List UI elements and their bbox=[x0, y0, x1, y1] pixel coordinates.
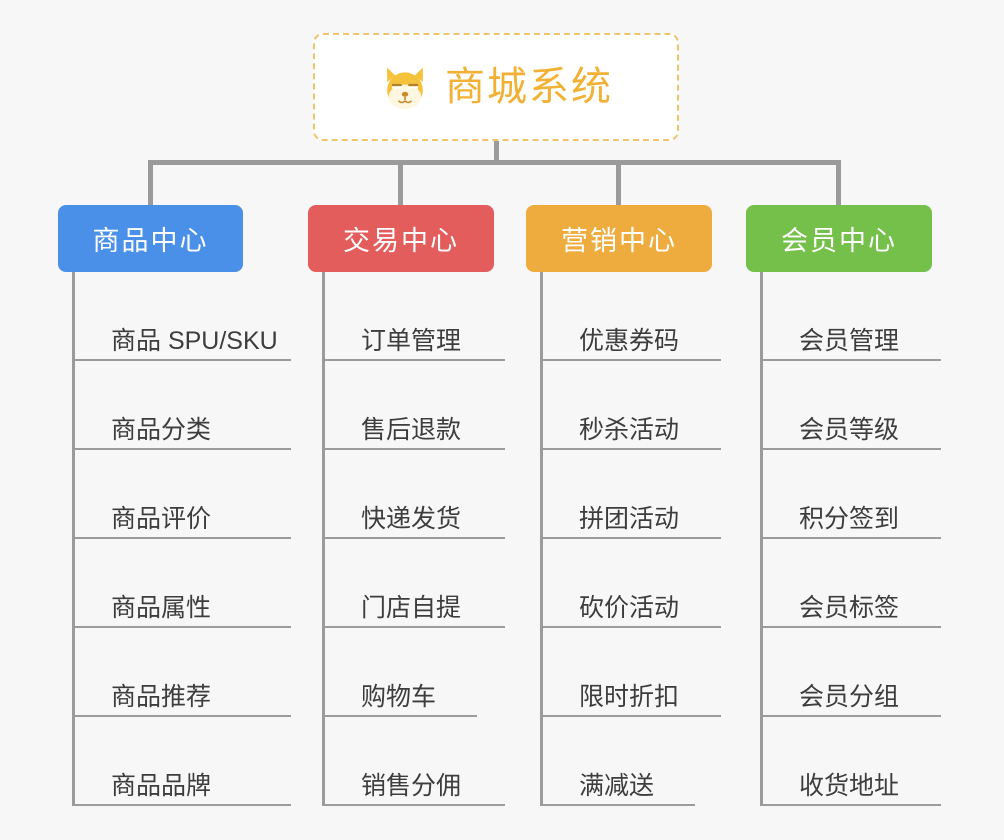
category-header-4[interactable]: 会员中心 bbox=[746, 205, 932, 272]
leaf-item[interactable]: 满减送 bbox=[543, 717, 695, 806]
leaf-item[interactable]: 售后退款 bbox=[325, 361, 505, 450]
leaf-label: 优惠券码 bbox=[579, 326, 680, 355]
leaf-label: 砍价活动 bbox=[579, 593, 680, 622]
leaf-label: 会员等级 bbox=[799, 415, 900, 444]
leaf-item[interactable]: 商品 SPU/SKU bbox=[75, 272, 291, 361]
leaf-item[interactable]: 会员分组 bbox=[763, 628, 941, 717]
leaf-item[interactable]: 砍价活动 bbox=[543, 539, 721, 628]
leaf-label: 商品品牌 bbox=[111, 771, 212, 800]
branch-column-3: 营销中心 优惠券码 秒杀活动 拼团活动 砍价活动 限时折扣 满减送 bbox=[526, 205, 721, 806]
leaf-item[interactable]: 销售分佣 bbox=[325, 717, 505, 806]
leaf-item[interactable]: 限时折扣 bbox=[543, 628, 721, 717]
leaf-item[interactable]: 商品属性 bbox=[75, 539, 291, 628]
leaf-label: 销售分佣 bbox=[361, 771, 462, 800]
connector-horizontal-bus bbox=[148, 160, 841, 165]
leaf-label: 商品分类 bbox=[111, 415, 212, 444]
leaf-item[interactable]: 积分签到 bbox=[763, 450, 941, 539]
root-node[interactable]: 商城系统 bbox=[313, 33, 679, 141]
leaf-label: 售后退款 bbox=[361, 415, 462, 444]
category-header-3[interactable]: 营销中心 bbox=[526, 205, 712, 272]
category-label: 交易中心 bbox=[343, 226, 459, 256]
category-header-2[interactable]: 交易中心 bbox=[308, 205, 494, 272]
leaf-label: 商品推荐 bbox=[111, 682, 212, 711]
leaf-item[interactable]: 商品评价 bbox=[75, 450, 291, 539]
leaf-list-2: 订单管理 售后退款 快递发货 门店自提 购物车 销售分佣 bbox=[322, 272, 505, 806]
connector-drop-3 bbox=[616, 160, 621, 206]
leaf-item[interactable]: 秒杀活动 bbox=[543, 361, 721, 450]
leaf-item[interactable]: 商品推荐 bbox=[75, 628, 291, 717]
leaf-item[interactable]: 商品品牌 bbox=[75, 717, 291, 806]
leaf-item[interactable]: 会员等级 bbox=[763, 361, 941, 450]
leaf-item[interactable]: 收货地址 bbox=[763, 717, 941, 806]
leaf-label: 满减送 bbox=[579, 771, 655, 800]
leaf-label: 商品 SPU/SKU bbox=[111, 326, 278, 355]
leaf-label: 积分签到 bbox=[799, 504, 900, 533]
leaf-label: 门店自提 bbox=[361, 593, 462, 622]
shiba-dog-icon bbox=[387, 67, 423, 109]
category-label: 营销中心 bbox=[561, 226, 677, 256]
leaf-label: 会员管理 bbox=[799, 326, 900, 355]
leaf-label: 限时折扣 bbox=[579, 682, 680, 711]
leaf-label: 快递发货 bbox=[361, 504, 462, 533]
connector-drop-2 bbox=[398, 160, 403, 206]
leaf-label: 拼团活动 bbox=[579, 504, 680, 533]
leaf-label: 商品评价 bbox=[111, 504, 212, 533]
leaf-label: 收货地址 bbox=[799, 771, 900, 800]
leaf-item[interactable]: 订单管理 bbox=[325, 272, 505, 361]
category-label: 商品中心 bbox=[92, 226, 209, 256]
leaf-list-4: 会员管理 会员等级 积分签到 会员标签 会员分组 收货地址 bbox=[760, 272, 941, 806]
leaf-item[interactable]: 门店自提 bbox=[325, 539, 505, 628]
branch-column-1: 商品中心 商品 SPU/SKU 商品分类 商品评价 商品属性 商品推荐 商品品牌 bbox=[58, 205, 291, 806]
leaf-label: 秒杀活动 bbox=[579, 415, 680, 444]
leaf-item[interactable]: 会员标签 bbox=[763, 539, 941, 628]
branch-column-4: 会员中心 会员管理 会员等级 积分签到 会员标签 会员分组 收货地址 bbox=[746, 205, 941, 806]
connector-drop-4 bbox=[836, 160, 841, 206]
leaf-item[interactable]: 优惠券码 bbox=[543, 272, 721, 361]
category-header-1[interactable]: 商品中心 bbox=[58, 205, 243, 272]
branch-column-2: 交易中心 订单管理 售后退款 快递发货 门店自提 购物车 销售分佣 bbox=[308, 205, 505, 806]
leaf-label: 订单管理 bbox=[361, 326, 462, 355]
leaf-list-3: 优惠券码 秒杀活动 拼团活动 砍价活动 限时折扣 满减送 bbox=[540, 272, 721, 806]
leaf-label: 购物车 bbox=[361, 682, 437, 711]
leaf-item[interactable]: 会员管理 bbox=[763, 272, 941, 361]
leaf-item[interactable]: 快递发货 bbox=[325, 450, 505, 539]
leaf-label: 商品属性 bbox=[111, 593, 212, 622]
leaf-item[interactable]: 购物车 bbox=[325, 628, 477, 717]
root-title: 商城系统 bbox=[445, 65, 613, 109]
connector-drop-1 bbox=[148, 160, 153, 206]
leaf-label: 会员标签 bbox=[799, 593, 900, 622]
connector-root-stem bbox=[494, 141, 499, 163]
category-label: 会员中心 bbox=[781, 226, 897, 256]
leaf-item[interactable]: 拼团活动 bbox=[543, 450, 721, 539]
leaf-item[interactable]: 商品分类 bbox=[75, 361, 291, 450]
leaf-list-1: 商品 SPU/SKU 商品分类 商品评价 商品属性 商品推荐 商品品牌 bbox=[72, 272, 291, 806]
leaf-label: 会员分组 bbox=[799, 682, 900, 711]
